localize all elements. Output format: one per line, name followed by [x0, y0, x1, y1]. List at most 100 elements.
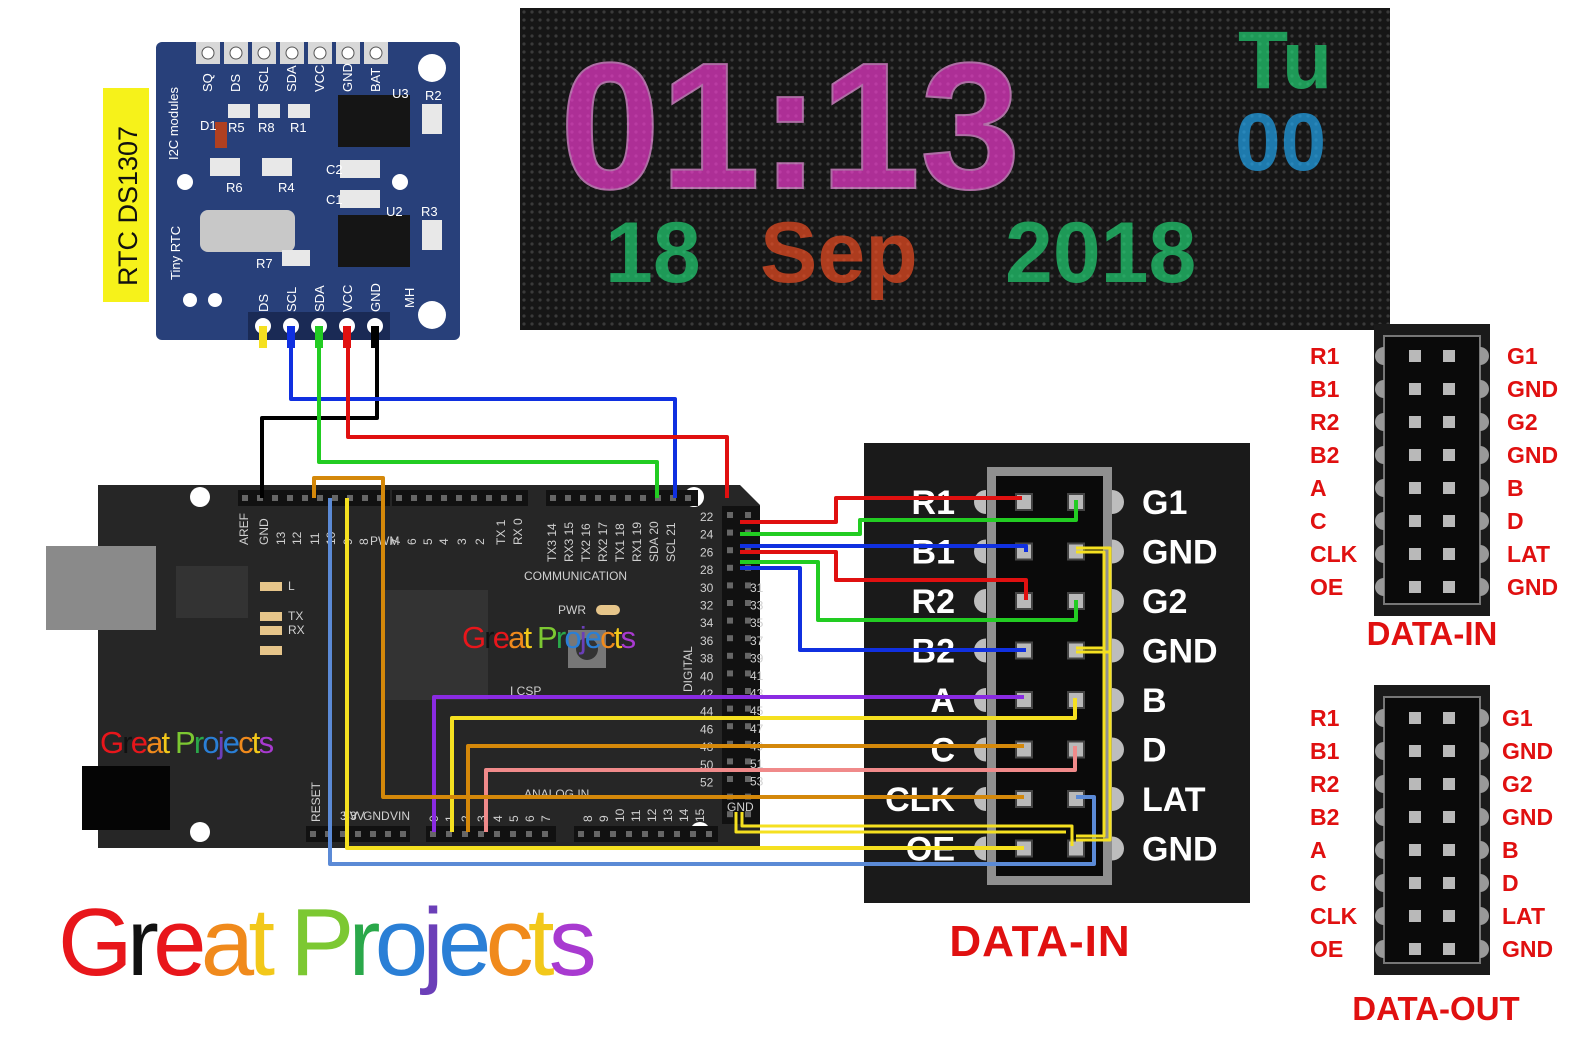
header-pin-label: 7: [389, 538, 403, 545]
part-r1: R1: [290, 120, 307, 135]
wire-blue-b1: [740, 544, 1028, 552]
small-connector-notch: [1480, 578, 1489, 596]
connector-left-label: C: [930, 732, 955, 770]
wire-red-r1: [740, 496, 1022, 524]
header-pin: [745, 740, 751, 747]
diode-d1: [215, 122, 227, 148]
digital-pin-label: 24: [700, 528, 714, 542]
small-connector-caption: DATA-OUT: [1352, 990, 1519, 1027]
header-pin: [727, 652, 733, 659]
wire-yellow-oe: [345, 498, 1024, 850]
small-connector-right-label: GND: [1502, 804, 1553, 830]
led-on: [260, 646, 282, 655]
wire-yellow-gnd-board: [734, 812, 1066, 834]
small-connector-notch: [1480, 380, 1489, 398]
header-pin: [727, 617, 733, 624]
header-pin: [727, 776, 733, 782]
digital-pin-label: 30: [700, 581, 714, 595]
header-pin: [377, 495, 383, 501]
small-connector-left-label: CLK: [1310, 541, 1358, 567]
header-pin: [565, 495, 571, 501]
digital-pin-label: 35: [750, 616, 764, 630]
digital-pin-label: 41: [750, 669, 764, 683]
small-connector-right-label: D: [1502, 870, 1519, 896]
digital-pin-label: 31: [750, 581, 764, 595]
connector-left-label: B1: [912, 534, 955, 572]
logo-text: Great Projects: [462, 620, 636, 655]
header-pin-label: 4: [437, 538, 451, 545]
header-pin: [685, 495, 691, 501]
small-connector-left-label: R1: [1310, 343, 1340, 369]
rtc-wire-stub: [371, 326, 379, 348]
led-matrix-panel: 01:13 Tu 00 18 Sep 2018: [520, 8, 1390, 330]
small-connector-notch: [1375, 545, 1384, 563]
rtc-top-pin-label: GND: [340, 63, 355, 92]
logo-letter: e: [585, 620, 601, 655]
reset-button-cap: [576, 638, 598, 660]
small-connector-left-label: CLK: [1310, 903, 1358, 929]
part-c2: C2: [326, 162, 343, 177]
small-connector-notch: [1480, 808, 1489, 826]
rtc-tag-label: RTC DS1307: [113, 126, 143, 286]
connector-right-label: G1: [1142, 484, 1187, 522]
connector-right-label: B: [1142, 682, 1167, 720]
resistor-r8: [258, 104, 280, 118]
connector-right-label: LAT: [1142, 781, 1206, 819]
small-connector-pin: [1409, 910, 1421, 922]
logo-letter: c: [486, 889, 532, 996]
wire-yellow-gnd-bus: [1076, 546, 1112, 842]
pwr-led: [596, 605, 620, 615]
header-pin-label: TX 1: [494, 519, 508, 545]
small-connector-pin: [1443, 482, 1455, 494]
logo-letter: o: [202, 725, 218, 760]
small-connector-pin: [1409, 811, 1421, 823]
rtc-wire-stub: [315, 326, 323, 348]
small-connector-pin: [1443, 910, 1455, 922]
small-connector-pin: [1409, 482, 1421, 494]
header-pin: [272, 495, 278, 501]
digital-pin-label: 26: [700, 545, 714, 559]
small-connector-right-label: GND: [1507, 376, 1558, 402]
small-connector-pin: [1409, 581, 1421, 593]
connector-left-label: R2: [912, 583, 955, 621]
header-pin: [494, 831, 500, 837]
header-pin: [516, 495, 522, 501]
header-pin: [580, 495, 586, 501]
small-connector-notch: [1480, 347, 1489, 365]
header-pin: [610, 831, 616, 837]
logo-letter: r: [194, 725, 204, 760]
logo-letter: G: [462, 620, 484, 655]
analog-pin-label: 15: [693, 808, 707, 822]
wire-green-g2: [740, 560, 1078, 622]
connector-left-label: CLK: [885, 781, 955, 819]
small-connector-notch: [1480, 709, 1489, 727]
header-pin: [640, 495, 646, 501]
small-connector-notch: [1480, 940, 1489, 958]
connector-right-label: GND: [1142, 831, 1218, 869]
logo-letter: e: [131, 725, 147, 760]
header-pin: [674, 831, 680, 837]
small-connector-left-label: C: [1310, 508, 1327, 534]
small-connector-pin: [1443, 350, 1455, 362]
small-connector-notch: [1375, 347, 1384, 365]
header-pin: [396, 495, 402, 501]
comm-pin-label: RX1 19: [630, 522, 644, 562]
header-pin: [727, 529, 733, 536]
small-connector-pin: [1443, 449, 1455, 461]
usb-chip: [176, 566, 248, 618]
analog-pin-label: 9: [597, 815, 611, 822]
comm-pin-label: SCL 21: [664, 522, 678, 562]
logo-letter: j: [419, 889, 438, 996]
small-connector-right-label: G2: [1507, 409, 1538, 435]
small-connector-notch: [1480, 545, 1489, 563]
small-connector-right-label: GND: [1502, 936, 1553, 962]
small-connector-pin: [1409, 449, 1421, 461]
resistor-r3: [422, 220, 442, 250]
header-pin: [745, 617, 751, 624]
header-pin: [727, 740, 733, 747]
rtc-pad: [177, 174, 193, 190]
part-r8: R8: [258, 120, 275, 135]
header-pin: [471, 495, 477, 501]
